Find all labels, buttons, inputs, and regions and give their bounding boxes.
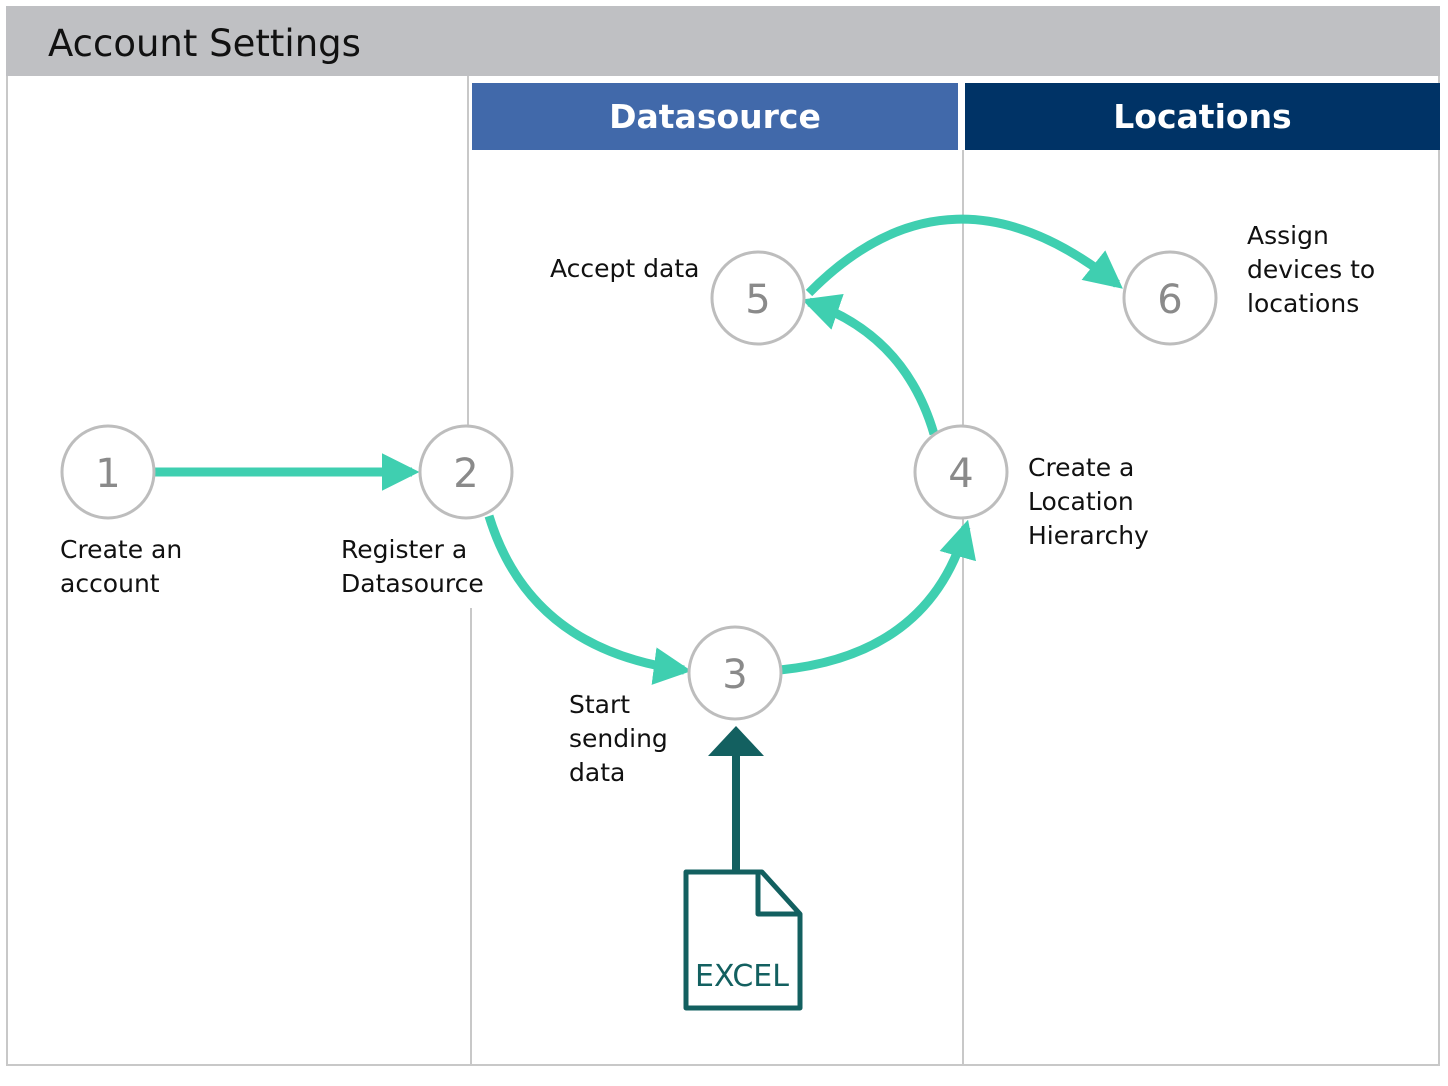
excel-file-label: EXCEL <box>695 959 789 994</box>
step-circle-6: 6 <box>1122 250 1218 346</box>
step-circle-3: 3 <box>687 625 783 721</box>
header-bar: Account Settings <box>6 6 1440 76</box>
step-circle-1: 1 <box>60 424 156 520</box>
arrow-excel-to-3-head <box>708 726 764 756</box>
step-number-5: 5 <box>745 277 770 323</box>
lane-divider-left-lower <box>470 608 472 1066</box>
lane-header-datasource: Datasource <box>472 83 958 150</box>
step-label-6: Assign devices to locations <box>1247 221 1376 318</box>
arrow-4-to-5 <box>801 293 939 436</box>
step-circle-5: 5 <box>710 250 806 346</box>
step-label-4: Create a Location Hierarchy <box>1028 453 1149 550</box>
step-number-6: 6 <box>1157 277 1182 323</box>
lane-divider-left <box>467 76 469 426</box>
lane-divider-right <box>962 150 964 1066</box>
step-number-1: 1 <box>95 451 120 497</box>
step-circle-2: 2 <box>418 424 514 520</box>
step-label-1: Create an account <box>60 535 183 598</box>
step-label-2: Register a Datasource <box>341 535 484 598</box>
step-label-5: Accept data <box>550 254 700 283</box>
excel-file-icon: EXCEL <box>683 869 803 1011</box>
step-circle-4: 4 <box>913 424 1009 520</box>
arrow-2-to-3 <box>484 514 692 685</box>
arrow-5-to-6 <box>805 214 1123 297</box>
step-label-3: Start sending data <box>569 690 668 787</box>
lane-header-locations: Locations <box>965 83 1440 150</box>
step-number-3: 3 <box>722 652 747 698</box>
step-number-2: 2 <box>453 451 478 497</box>
arrow-3-to-4 <box>779 519 976 675</box>
page-title: Account Settings <box>48 22 361 65</box>
step-number-4: 4 <box>948 451 973 497</box>
